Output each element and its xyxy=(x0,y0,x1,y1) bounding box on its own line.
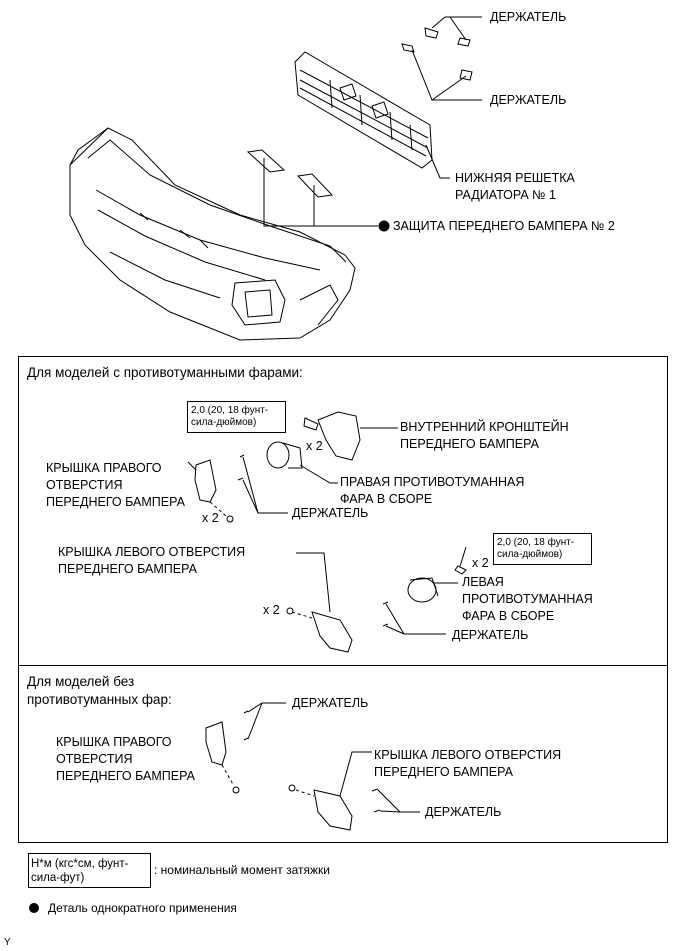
label-holder-nofog-1: ДЕРЖАТЕЛЬ xyxy=(292,696,369,710)
label-rh-fog-lamp: ПРАВАЯ ПРОТИВОТУМАННАЯ ФАРА В СБОРЕ xyxy=(340,475,525,506)
non-reusable-bullet-top xyxy=(378,220,390,232)
label-holder-nofog-2: ДЕРЖАТЕЛЬ xyxy=(425,805,502,819)
label-x2-b: x 2 xyxy=(202,511,219,525)
holder-clip-top-1 xyxy=(424,27,439,39)
lower-radiator-grille-drawing xyxy=(294,51,433,169)
torque-value-1: 2,0 (20, 18 фунт- сила-дюймов) xyxy=(191,405,269,428)
label-rh-cover-nofog: КРЫШКА ПРАВОГО ОТВЕРСТИЯ ПЕРЕДНЕГО БАМПЕ… xyxy=(56,735,195,783)
label-holder-fog-1: ДЕРЖАТЕЛЬ xyxy=(292,506,369,520)
holder-clip-top-2 xyxy=(401,43,415,53)
legend-bullet xyxy=(29,903,39,913)
label-lower-grille: НИЖНЯЯ РЕШЕТКА РАДИАТОРА № 1 xyxy=(455,171,575,202)
right-hole-cover-drawing xyxy=(194,459,217,503)
label-holder-top-1: ДЕРЖАТЕЛЬ xyxy=(490,10,567,24)
torque-box-2 xyxy=(493,533,592,565)
label-lh-cover-fog: КРЫШКА ЛЕВОГО ОТВЕРСТИЯ ПЕРЕДНЕГО БАМПЕР… xyxy=(58,545,246,576)
right-hole-cover-nofog-drawing xyxy=(205,721,227,766)
torque-box-1 xyxy=(187,401,286,433)
legend-torque-desc: : номинальный момент затяжки xyxy=(154,863,330,877)
label-x2-c: x 2 xyxy=(472,556,489,570)
bumper-protector-left xyxy=(246,149,286,173)
legend-torque-unit: Н*м (кгс*см, фунт- сила-фут) xyxy=(31,858,129,884)
corner-mark: Y xyxy=(4,937,11,948)
section-title-without-fog: Для моделей без противотуманных фар: xyxy=(27,674,172,707)
section-without-fog-box xyxy=(18,665,668,843)
inner-bracket-drawing xyxy=(317,411,361,461)
label-x2-a: x 2 xyxy=(306,439,323,453)
label-rh-cover-fog: КРЫШКА ПРАВОГО ОТВЕРСТИЯ ПЕРЕДНЕГО БАМПЕ… xyxy=(46,461,185,509)
label-holder-top-2: ДЕРЖАТЕЛЬ xyxy=(490,93,567,107)
left-hole-cover-fog-drawing xyxy=(311,611,353,653)
label-bumper-protector: ЗАЩИТА ПЕРЕДНЕГО БАМПЕРА № 2 xyxy=(393,219,615,233)
legend-non-reusable: Деталь однократного применения xyxy=(48,901,237,915)
right-fog-lamp-drawing xyxy=(266,441,290,469)
label-lh-fog-lamp: ЛЕВАЯ ПРОТИВОТУМАННАЯ ФАРА В СБОРЕ xyxy=(462,575,593,623)
label-inner-bracket: ВНУТРЕННИЙ КРОНШТЕЙН ПЕРЕДНЕГО БАМПЕРА xyxy=(400,420,569,451)
torque-value-2: 2,0 (20, 18 фунт- сила-дюймов) xyxy=(497,537,575,560)
left-fog-lamp-drawing xyxy=(407,577,437,603)
label-lh-cover-nofog: КРЫШКА ЛЕВОГО ОТВЕРСТИЯ ПЕРЕДНЕГО БАМПЕР… xyxy=(374,748,562,779)
legend-torque-box xyxy=(28,853,151,888)
label-x2-d: x 2 xyxy=(263,603,280,617)
label-holder-fog-2: ДЕРЖАТЕЛЬ xyxy=(452,628,529,642)
section-title-with-fog: Для моделей с противотуманными фарами: xyxy=(27,365,303,380)
left-hole-cover-nofog-drawing xyxy=(313,789,353,831)
front-bumper-cover-drawing xyxy=(69,127,356,341)
holder-clip-top-3 xyxy=(457,37,471,47)
holder-clip-top-4 xyxy=(459,69,473,81)
bumper-protector-right xyxy=(296,173,334,198)
